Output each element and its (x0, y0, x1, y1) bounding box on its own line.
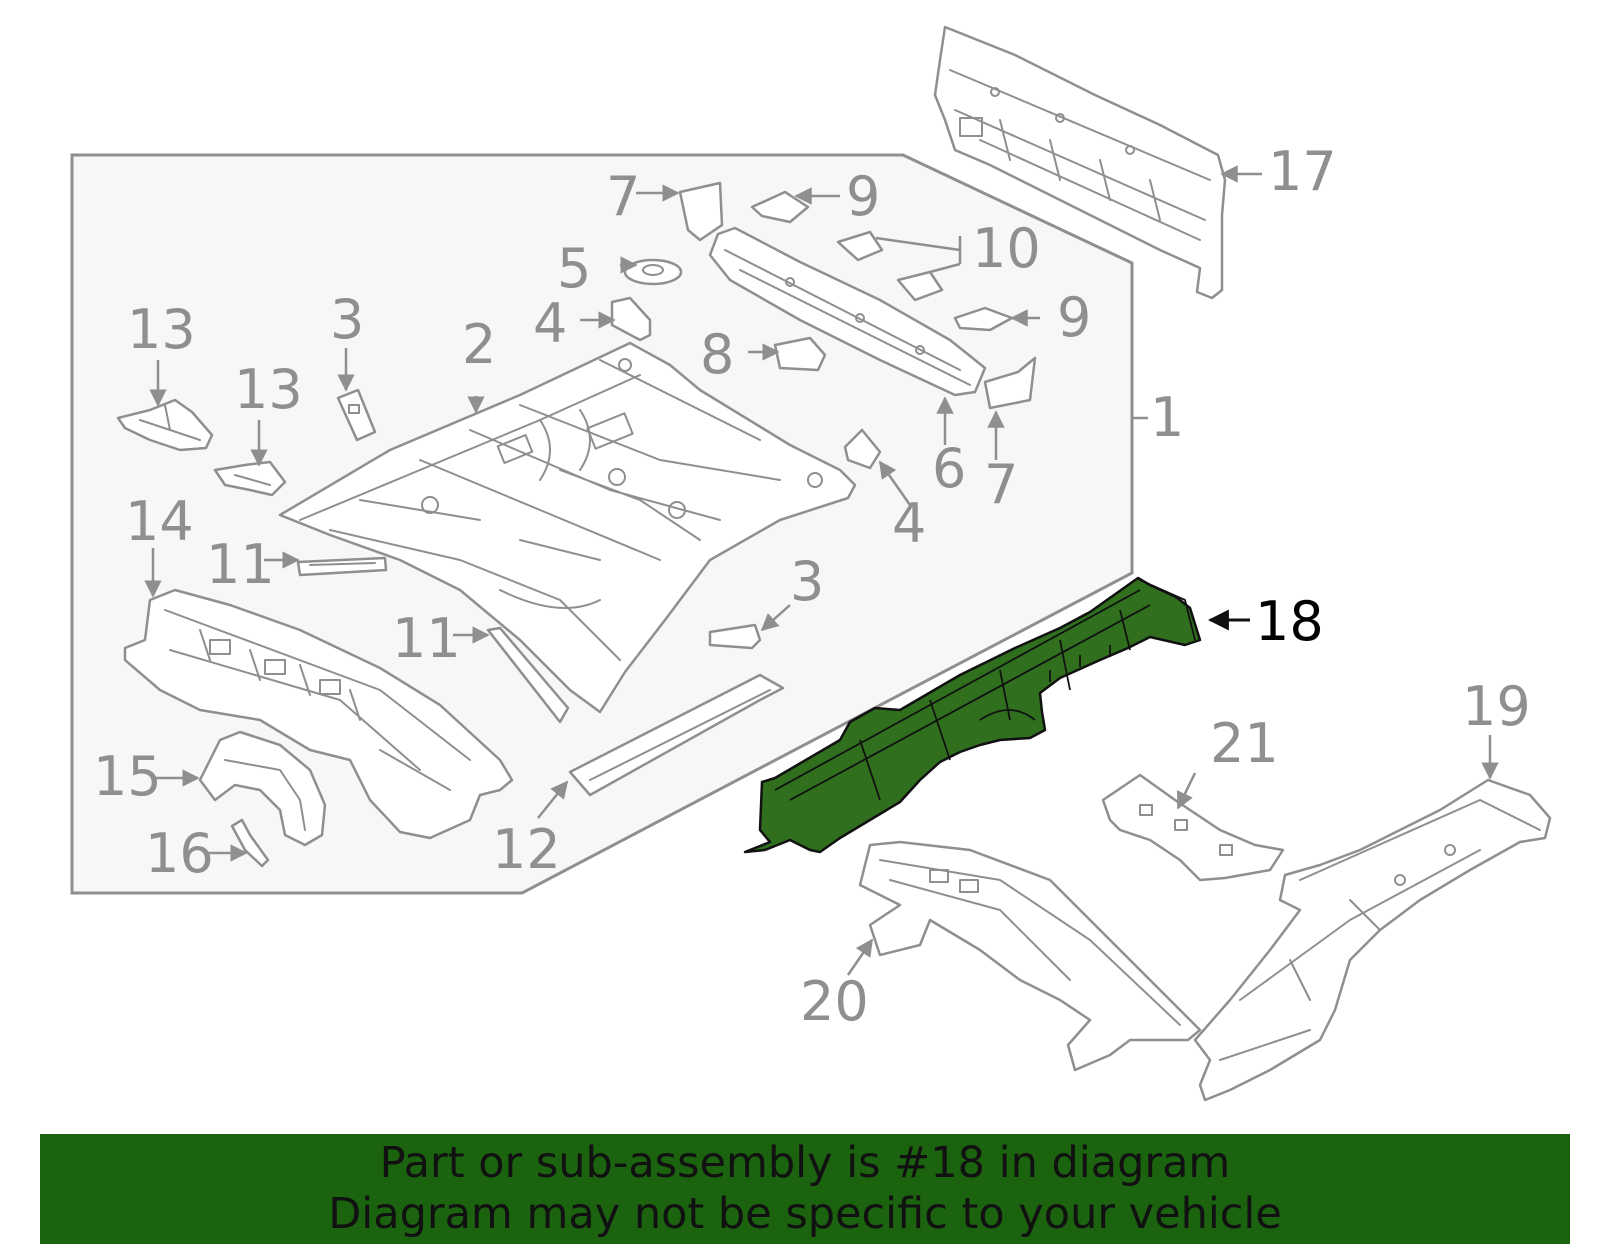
callout-13-upper: 13 (127, 298, 196, 361)
part-8-bracket (773, 336, 827, 372)
part-10-bracket-lower (896, 270, 944, 302)
part-7-bracket-lower (983, 356, 1037, 410)
part-9-bracket-upper (750, 190, 810, 224)
part-3-bracket-upper (336, 388, 377, 442)
part-19-side-member (1193, 778, 1552, 1102)
callout-4-upper: 4 (533, 292, 567, 355)
callout-2: 2 (462, 313, 496, 376)
callout-11-lower: 11 (392, 607, 461, 670)
part-7-bracket-upper (678, 181, 724, 242)
banner-line-disclaimer: Diagram may not be specific to your vehi… (328, 1189, 1282, 1239)
leader-lines (144, 165, 1499, 976)
part-4-bracket-lower (843, 428, 882, 470)
callout-labels: 1 2 3 3 4 4 5 6 7 7 8 9 9 10 11 11 12 13… (93, 140, 1531, 1033)
part-2-rear-floor-pan (278, 341, 857, 714)
part-20-side-member (858, 840, 1202, 1072)
callout-18: 18 (1255, 590, 1324, 653)
callout-10: 10 (972, 217, 1041, 280)
part-12-cross-member (568, 673, 785, 797)
callout-1: 1 (1150, 386, 1184, 449)
info-banner: Part or sub-assembly is #18 in diagram D… (40, 1134, 1570, 1244)
part-17-rear-panel (933, 25, 1227, 300)
callout-17: 17 (1268, 140, 1337, 203)
callout-15: 15 (93, 745, 162, 808)
callout-9-upper: 9 (846, 165, 880, 228)
callout-6: 6 (932, 437, 966, 500)
callout-21: 21 (1210, 712, 1279, 775)
part-18-highlighted-cross-member (743, 576, 1202, 854)
callout-16: 16 (145, 822, 214, 885)
part-13-bracket-lower (213, 460, 287, 497)
banner-line-part: Part or sub-assembly is #18 in diagram (379, 1138, 1231, 1188)
callout-3-lower: 3 (790, 550, 824, 613)
callout-7-lower: 7 (984, 453, 1018, 516)
callout-9-lower: 9 (1057, 286, 1091, 349)
part-6-cross-member (708, 226, 987, 397)
part-14-side-member (123, 588, 514, 840)
callout-19: 19 (1462, 675, 1531, 738)
callout-7-upper: 7 (606, 165, 640, 228)
part-15-bracket (198, 730, 327, 847)
part-10-bracket-upper (836, 230, 884, 262)
part-9-bracket-lower (953, 306, 1014, 332)
callout-13-lower: 13 (234, 358, 303, 421)
callout-11-upper: 11 (206, 533, 275, 596)
part-21-bracket (1101, 773, 1285, 882)
callout-4-lower: 4 (892, 492, 926, 555)
callout-14: 14 (125, 490, 194, 553)
callout-12: 12 (492, 818, 561, 881)
callout-8: 8 (700, 323, 734, 386)
part-11-reinforcement-lower (486, 626, 570, 724)
part-5-grommet (623, 258, 683, 286)
callout-5: 5 (557, 237, 591, 300)
callout-20: 20 (800, 970, 869, 1033)
part-3-bracket-lower (708, 623, 762, 650)
callout-3-upper: 3 (330, 288, 364, 351)
part-11-reinforcement-upper (296, 556, 388, 577)
